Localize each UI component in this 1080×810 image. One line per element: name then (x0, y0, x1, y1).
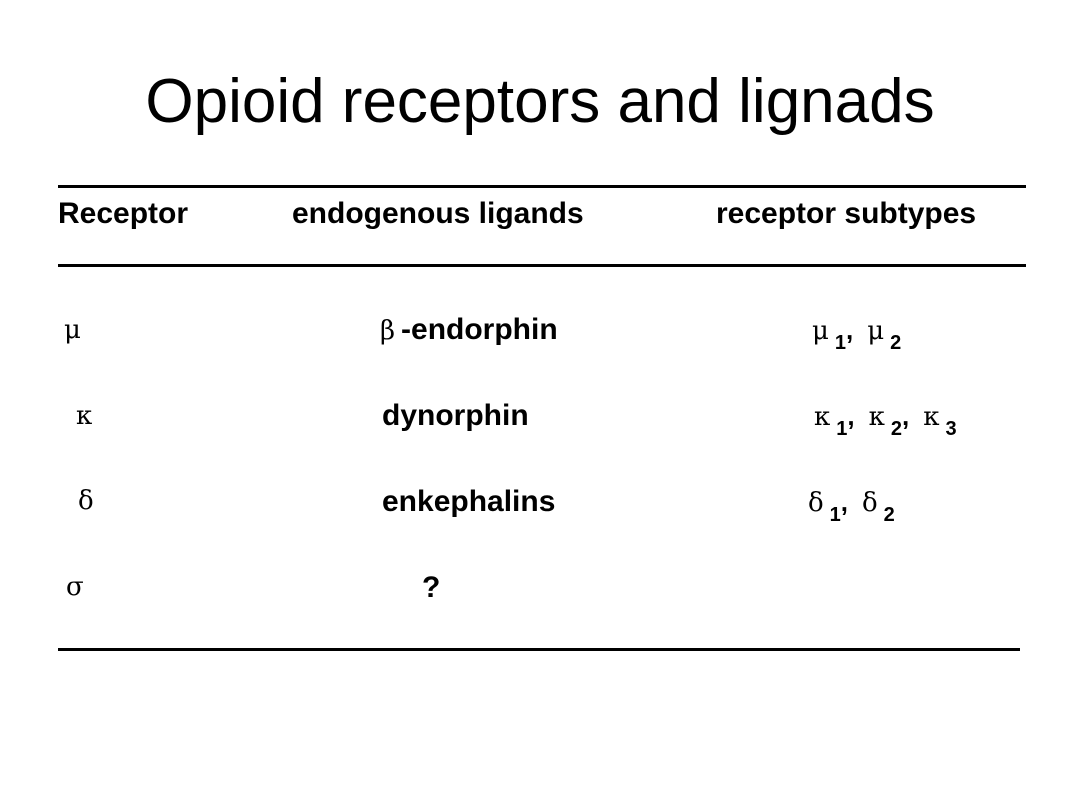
receptor-mu: μ (64, 315, 81, 345)
ligand-unknown: ? (422, 571, 441, 604)
subtype-symbol: μ (867, 316, 885, 346)
subtype-symbol: κ (868, 402, 885, 432)
subtype-separator: , (901, 401, 910, 431)
table-header-rule (58, 264, 1026, 267)
subtype-symbol: δ (862, 488, 878, 518)
receptor-kappa: κ (76, 401, 93, 431)
table-bottom-rule (58, 648, 1020, 651)
subtype-separator: , (847, 401, 855, 431)
ligand-enkephalins: enkephalins (382, 485, 556, 518)
subtype-separator: , (846, 315, 854, 345)
subtype-separator: , (840, 487, 849, 517)
subtype-index: 2 (890, 418, 902, 440)
subtype-symbol: κ (814, 402, 831, 432)
header-endogenous-ligands: endogenous ligands (292, 197, 584, 230)
ligand-dynorphin: dynorphin (382, 399, 529, 432)
ligand-beta-endorphin: β-endorphin (380, 310, 558, 355)
receptor-sigma: σ (66, 572, 84, 602)
header-receptor: Receptor (58, 197, 189, 230)
subtype-symbol: μ (812, 316, 829, 346)
header-receptor-subtypes: receptor subtypes (716, 197, 977, 230)
subtype-index: 2 (890, 332, 902, 354)
ligand-prefix-beta: β (380, 316, 396, 346)
ligand-name: -endorphin (401, 313, 558, 346)
subtype-symbol: δ (808, 488, 824, 518)
subtype-index: 2 (883, 504, 895, 526)
subtype-symbol: κ (923, 402, 940, 432)
slide-title: Opioid receptors and lignads (145, 67, 935, 136)
subtype-index: 1 (834, 332, 847, 354)
subtype-index: 1 (836, 418, 848, 440)
subtype-index: 1 (829, 504, 841, 526)
subtype-index: 3 (945, 418, 957, 440)
table-top-rule (58, 185, 1026, 188)
receptor-delta: δ (78, 486, 94, 516)
